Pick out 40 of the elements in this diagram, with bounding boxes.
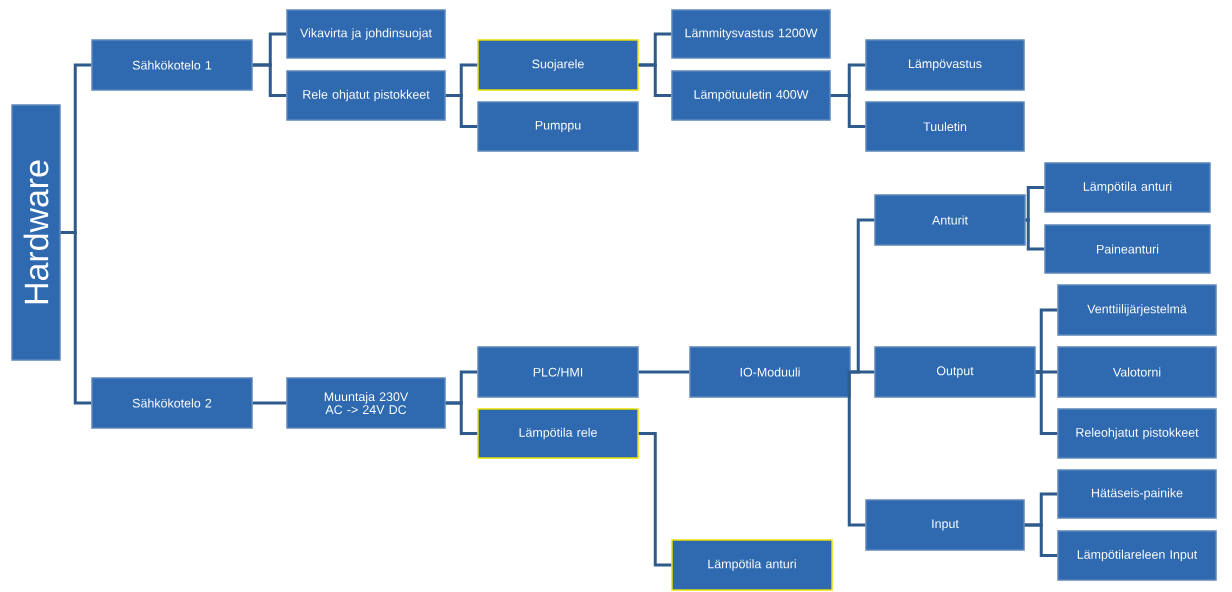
process-box: Valotorni	[1057, 346, 1217, 398]
connector	[638, 432, 672, 567]
connector	[445, 401, 478, 435]
process-box: Releohjatut pistokkeet	[1057, 408, 1217, 459]
connector	[60, 231, 92, 405]
process-box: Anturit	[874, 194, 1026, 246]
process-box: Input	[865, 499, 1025, 551]
connector	[445, 94, 478, 128]
connector	[850, 370, 875, 374]
process-box: Pumppu	[477, 101, 639, 152]
process-box: Lämpövastus	[865, 39, 1025, 91]
process-box: Paineanturi	[1044, 224, 1211, 274]
process-box: Lämpötuuletin 400W	[671, 70, 831, 121]
process-box: Output	[874, 346, 1036, 398]
process-box: Muuntaja 230V AC -> 24V DC	[286, 377, 446, 429]
connector	[847, 370, 866, 527]
process-box: Suojarele	[477, 39, 639, 91]
connector	[1024, 523, 1058, 557]
process-box: Lämpötila anturi	[671, 539, 833, 591]
process-box: Tuuletin	[865, 101, 1025, 152]
connector	[1035, 370, 1058, 435]
process-box: Sähkökotelo 2	[91, 377, 253, 429]
connector	[1025, 218, 1045, 251]
process-box: IO-Moduuli	[689, 346, 851, 398]
connector	[252, 401, 287, 405]
title-box: Hardware	[11, 104, 61, 361]
process-box: Vikavirta ja johdinsuojat	[286, 9, 446, 59]
process-box: PLC/HMI	[477, 346, 639, 398]
process-box: Lämpötila rele	[477, 408, 639, 459]
connector	[830, 94, 866, 128]
process-box: Rele ohjatut pistokkeet	[286, 70, 446, 121]
connector	[252, 63, 287, 97]
connector	[638, 63, 672, 97]
process-box: Hätäseis-painike	[1057, 469, 1217, 519]
process-box: Lämmitysvastus 1200W	[671, 9, 831, 59]
process-box: Lämpötila anturi	[1044, 162, 1211, 213]
process-box: Lämpötilareleen Input	[1057, 530, 1217, 581]
process-box: Sähkökotelo 1	[91, 39, 253, 91]
connector	[638, 370, 690, 374]
process-box: Venttiilijärjestelmä	[1057, 284, 1217, 336]
